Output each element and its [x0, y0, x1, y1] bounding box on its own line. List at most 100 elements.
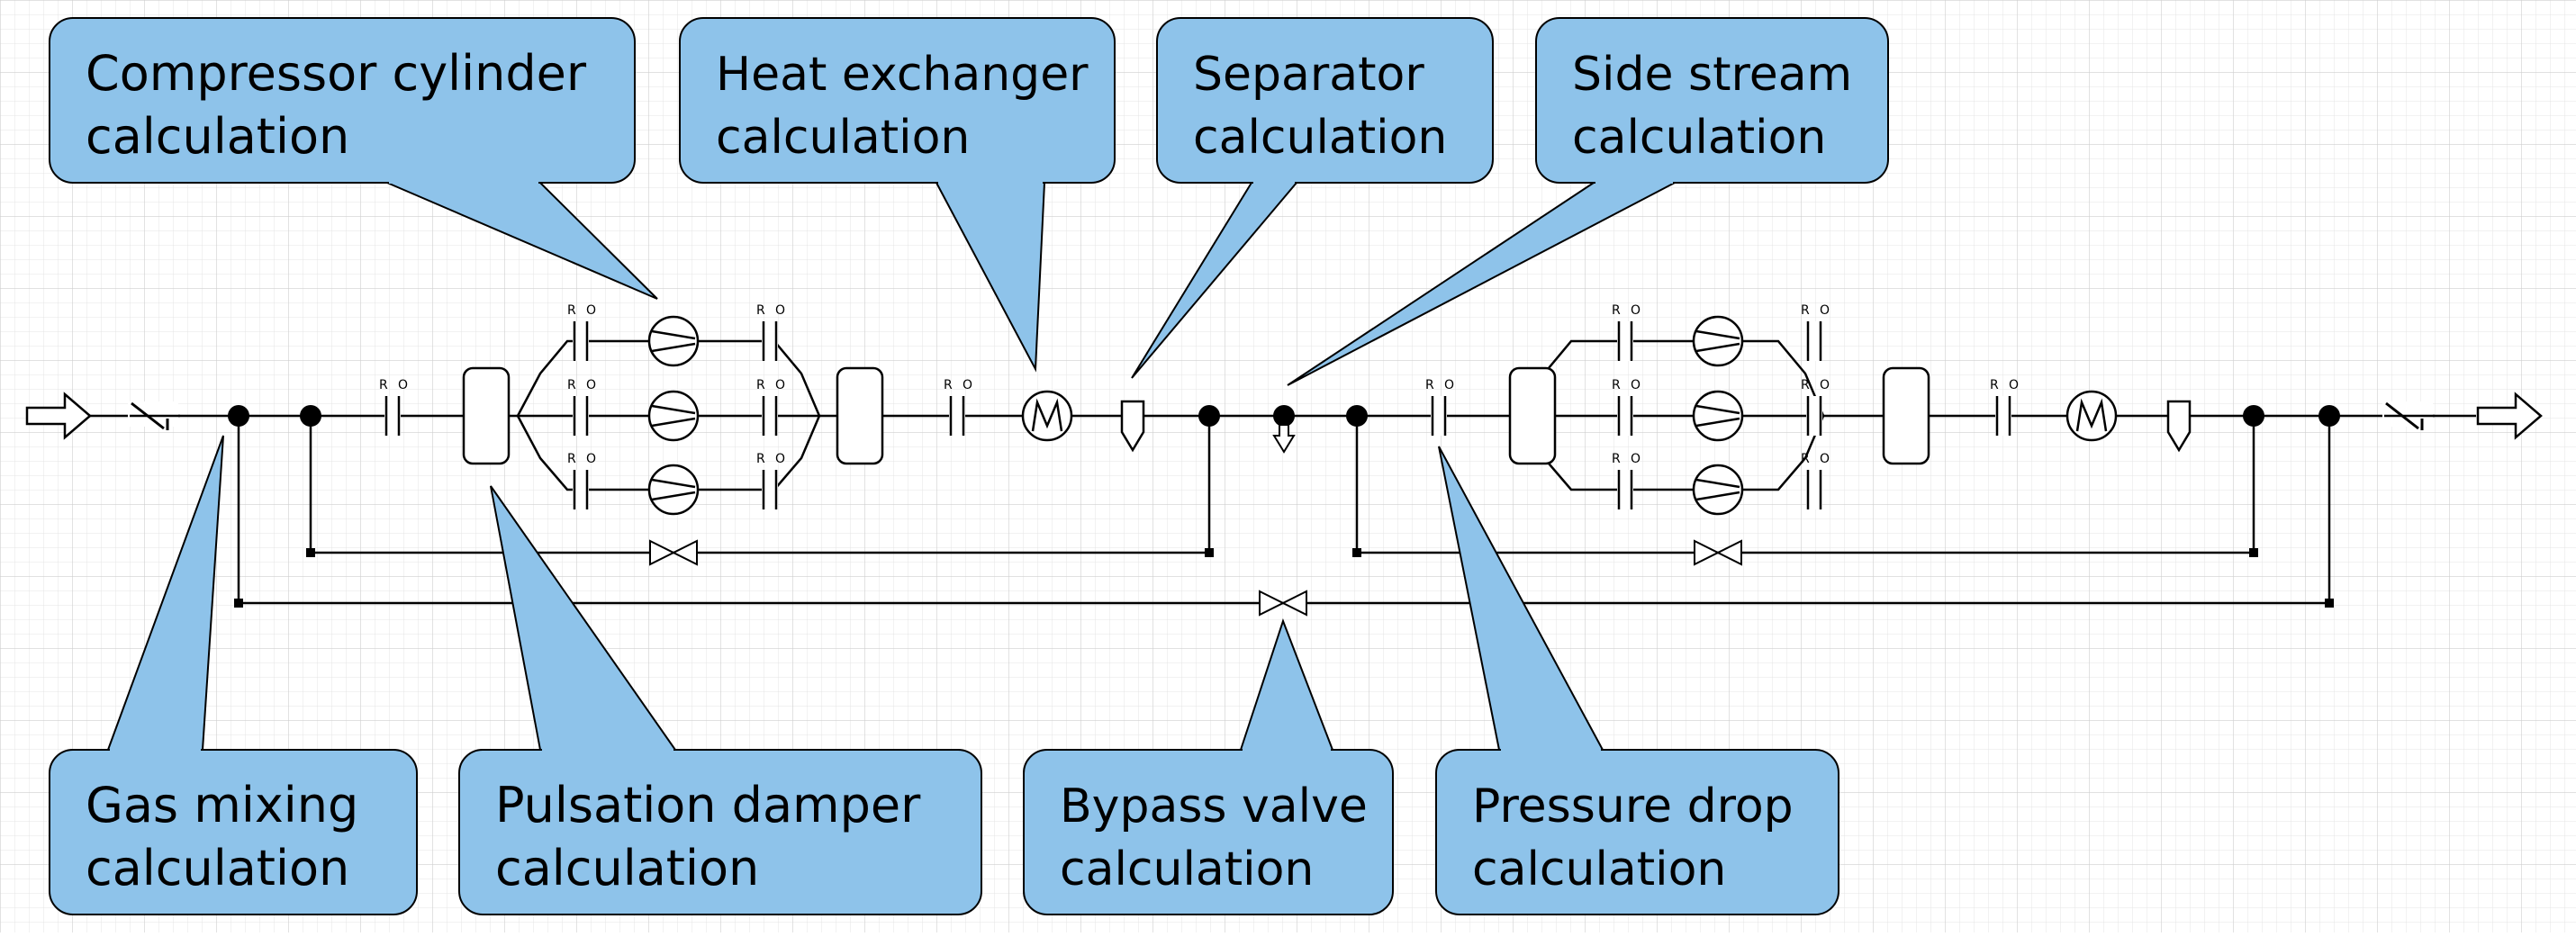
callout-line-2: calculation	[1572, 111, 1826, 165]
orifice-label: O	[586, 452, 596, 466]
inlet-arrow-icon	[25, 392, 92, 440]
reducer-label: R	[1801, 452, 1810, 466]
reducer-label: R	[1612, 378, 1621, 392]
callout-box	[458, 749, 982, 915]
reducer-label: R	[756, 452, 765, 466]
callout-seam	[1243, 749, 1331, 752]
callout-seam	[542, 749, 673, 752]
orifice-gap	[573, 396, 589, 436]
orifice-gap	[1617, 321, 1633, 361]
bypass-corner-marker	[306, 548, 315, 557]
reducer-label: R	[1801, 378, 1810, 392]
pulsation-damper-icon	[1508, 366, 1557, 465]
orifice-gap	[384, 396, 401, 436]
orifice-label: O	[586, 378, 596, 392]
compressor-icon	[1692, 315, 1744, 367]
orifice-gap	[1806, 396, 1822, 436]
bypass-corner-marker	[2325, 599, 2334, 608]
orifice-label: O	[2009, 378, 2019, 392]
compressor-icon	[647, 390, 700, 442]
reducer-label: R	[567, 303, 576, 318]
reducer-label: R	[1612, 452, 1621, 466]
check-valve-icon	[2382, 401, 2435, 430]
callout-line-2: calculation	[86, 108, 349, 165]
callout-seam	[938, 180, 1043, 184]
callout-seam	[1253, 180, 1295, 184]
orifice-label: O	[1444, 378, 1454, 392]
compressor-icon	[1692, 464, 1744, 516]
separator-icon	[2166, 400, 2192, 453]
bypass-corner-marker	[1352, 548, 1361, 557]
callout-line-2: calculation	[716, 111, 970, 165]
orifice-label: O	[963, 378, 972, 392]
junction-node-icon	[300, 405, 321, 427]
orifice-label: O	[1820, 452, 1830, 466]
orifice-label: O	[1820, 303, 1830, 318]
orifice-label: O	[775, 303, 785, 318]
callout-box	[49, 17, 636, 184]
callout-box	[1023, 749, 1394, 915]
reducer-label: R	[756, 303, 765, 318]
pulsation-damper-icon	[462, 366, 511, 465]
reducer-label: R	[756, 378, 765, 392]
reducer-label: R	[1425, 378, 1434, 392]
callout-box	[1535, 17, 1889, 184]
compressor-icon	[647, 315, 700, 367]
check-valve-icon	[128, 401, 180, 430]
valve-icon	[649, 539, 698, 566]
orifice-gap	[573, 470, 589, 509]
orifice-gap	[762, 396, 778, 436]
orifice-gap	[1995, 396, 2011, 436]
bypass-corner-marker	[234, 599, 243, 608]
orifice-gap	[949, 396, 965, 436]
orifice-gap	[762, 470, 778, 509]
callout-line-2: calculation	[86, 840, 349, 896]
orifice-gap	[1617, 396, 1633, 436]
orifice-label: O	[1631, 452, 1641, 466]
reducer-label: R	[1990, 378, 1999, 392]
motor-icon	[2065, 390, 2118, 442]
bypass-corner-marker	[2249, 548, 2258, 557]
valve-icon	[1259, 590, 1307, 617]
junction-node-icon	[2243, 405, 2264, 427]
reducer-label: R	[1801, 303, 1810, 318]
bypass-corner-marker	[1205, 548, 1214, 557]
orifice-gap	[1806, 321, 1822, 361]
callout-seam	[110, 749, 201, 752]
motor-icon	[1021, 390, 1073, 442]
orifice-label: O	[586, 303, 596, 318]
junction-node-icon	[228, 405, 249, 427]
side-stream-arrow-icon	[1272, 424, 1296, 454]
outlet-arrow-icon	[2476, 392, 2543, 440]
reducer-label: R	[1612, 303, 1621, 318]
callout-line-2: calculation	[1060, 842, 1314, 896]
callout-seam	[1595, 180, 1673, 184]
orifice-gap	[762, 321, 778, 361]
orifice-label: O	[1631, 378, 1641, 392]
junction-node-icon	[2318, 405, 2340, 427]
callout-box	[1435, 749, 1839, 915]
callout-line-2: calculation	[495, 840, 759, 896]
callout-line-2: calculation	[1193, 111, 1447, 165]
compressor-icon	[647, 464, 700, 516]
junction-node-icon	[1346, 405, 1368, 427]
callout-line-1: Pulsation damper	[495, 777, 921, 833]
